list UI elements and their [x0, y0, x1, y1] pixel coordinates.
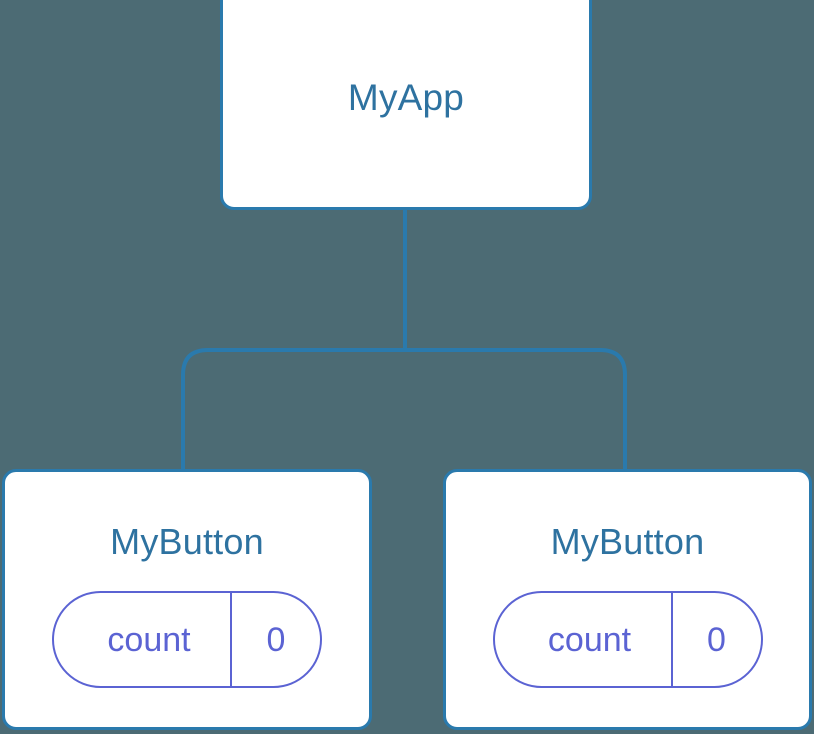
- state-pill[interactable]: count 0: [52, 591, 322, 688]
- node-child-mybutton-2[interactable]: MyButton count 0: [443, 469, 812, 730]
- node-label: MyButton: [110, 521, 264, 562]
- state-value: 0: [670, 593, 761, 686]
- state-key: count: [107, 620, 191, 659]
- node-label: MyButton: [550, 521, 705, 562]
- state-key: count: [547, 620, 632, 659]
- connector-branch-left: [181, 348, 405, 471]
- node-root-myapp[interactable]: MyApp: [220, 0, 592, 210]
- connector-branch-right: [405, 348, 627, 471]
- node-label: MyApp: [347, 76, 465, 118]
- node-child-mybutton-1[interactable]: MyButton count 0: [2, 469, 372, 730]
- state-pill[interactable]: count 0: [492, 591, 763, 688]
- state-value: 0: [230, 593, 320, 686]
